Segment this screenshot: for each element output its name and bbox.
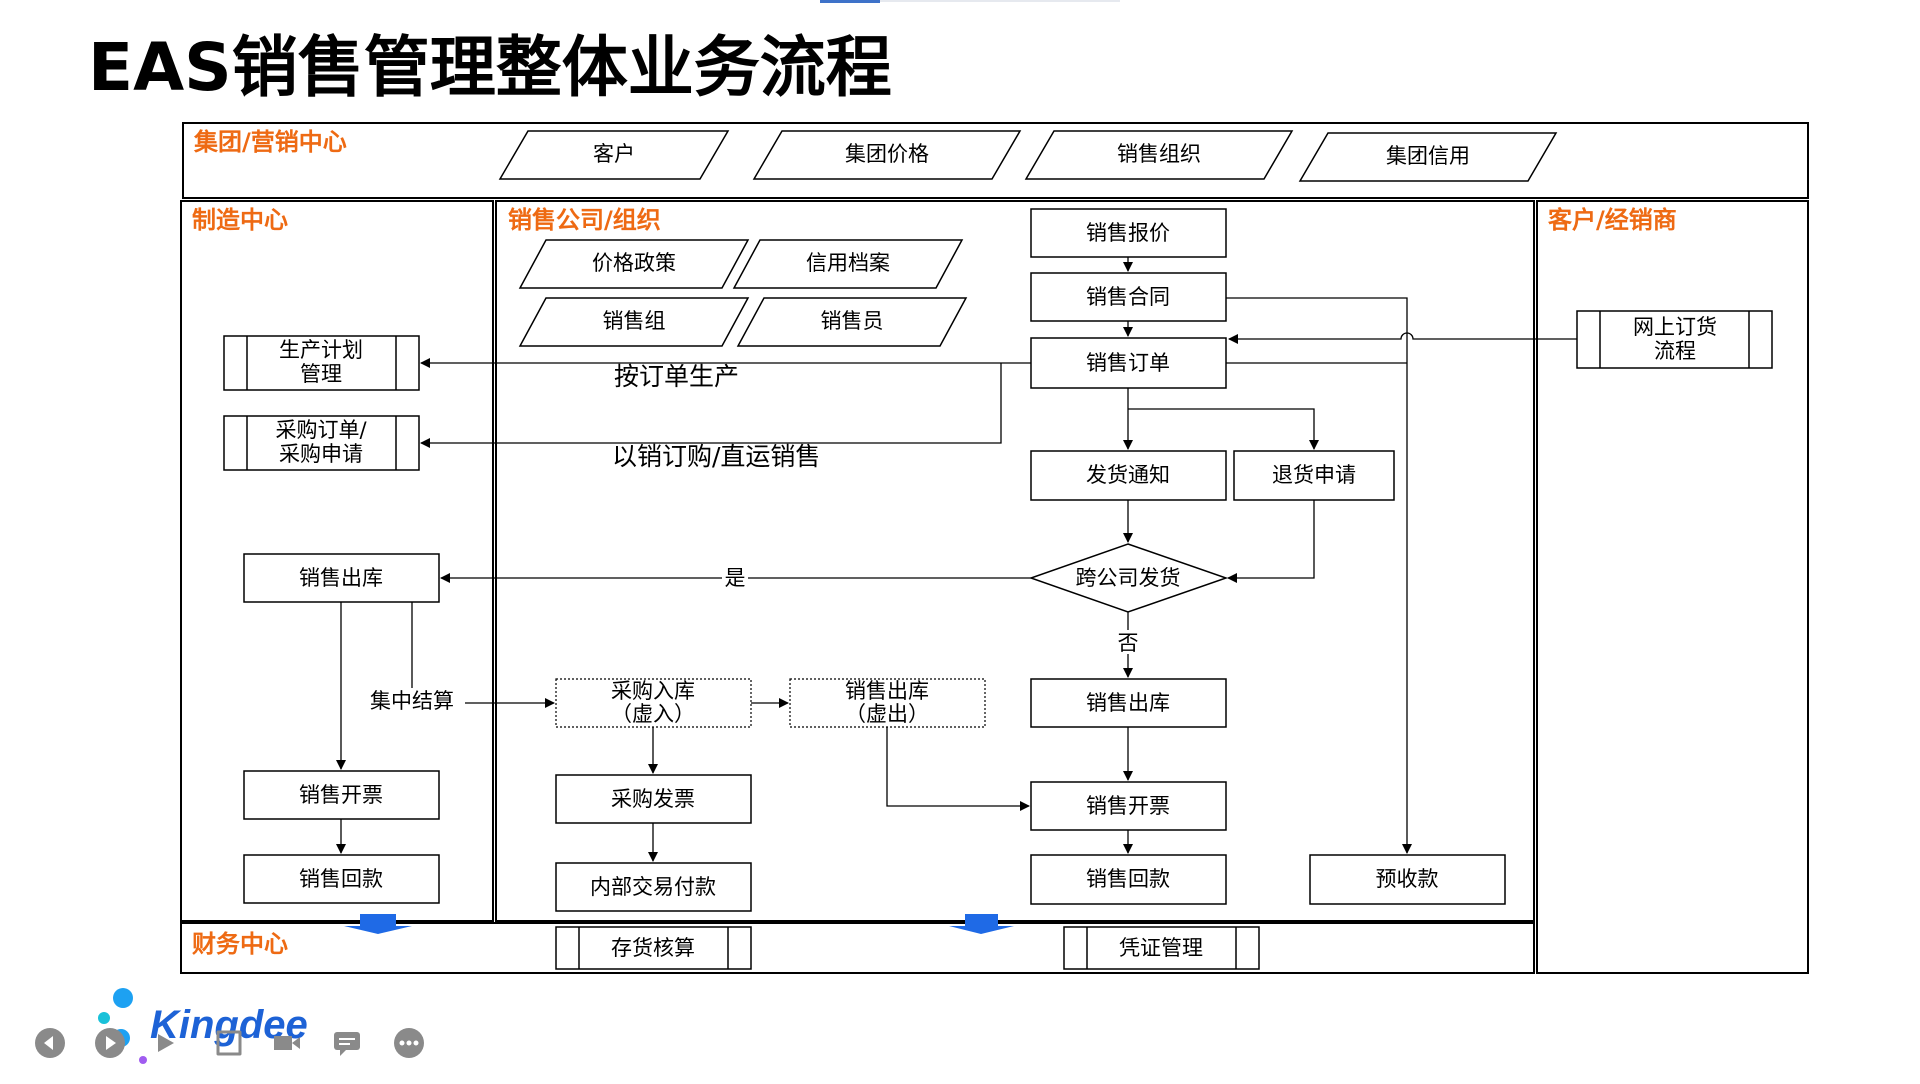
company-item-credit-file xyxy=(732,239,964,289)
box-sales-quote xyxy=(1030,208,1227,258)
box-inventory-accounting xyxy=(555,926,752,970)
flow-connectors xyxy=(336,257,1577,862)
footer-area: Kingdee xyxy=(0,970,400,1080)
more-icon[interactable] xyxy=(392,1026,426,1060)
box-sales-invoice-label: 销售开票 xyxy=(1086,794,1170,818)
box-return-request-label: 退货申请 xyxy=(1272,463,1356,487)
box-mfg-receipt xyxy=(243,854,440,904)
box-prepayment xyxy=(1309,854,1506,905)
prev-icon[interactable] xyxy=(33,1026,67,1060)
play-icon[interactable] xyxy=(93,1026,127,1060)
sales-company-section-label: 销售公司/组织 xyxy=(508,206,661,234)
box-internal-payment xyxy=(555,862,752,912)
box-online-ordering-line2: 流程 xyxy=(1654,339,1696,363)
box-purchase-invoice-label: 采购发票 xyxy=(611,787,695,811)
finance-section-label: 财务中心 xyxy=(192,930,288,958)
box-sales-receipt-label: 销售回款 xyxy=(1086,867,1170,891)
group-item-customer xyxy=(498,130,730,180)
sales-company-lane xyxy=(495,200,1535,922)
box-online-ordering-line1: 网上订货 xyxy=(1633,315,1717,339)
box-mfg-outbound xyxy=(243,553,440,603)
blue-arrow-left xyxy=(344,914,412,934)
box-sales-receipt xyxy=(1030,854,1227,905)
box-sales-invoice xyxy=(1030,781,1227,831)
box-purchase-order-line1: 采购订单/ xyxy=(275,418,367,442)
label-central-settlement: 集中结算 xyxy=(370,689,454,713)
group-item-customer-label: 客户 xyxy=(593,142,635,166)
company-item-salesperson xyxy=(736,297,968,347)
box-sales-contract-label: 销售合同 xyxy=(1086,285,1170,309)
box-purchase-order-line2: 采购申请 xyxy=(279,442,363,466)
company-item-credit-file-label: 信用档案 xyxy=(806,251,890,275)
box-ship-notice-label: 发货通知 xyxy=(1086,463,1170,487)
blue-arrow-right xyxy=(949,914,1014,934)
label-yes: 是 xyxy=(725,566,746,590)
annotation-make-to-order: 按订单生产 xyxy=(614,362,739,391)
decision-cross-company-label: 跨公司发货 xyxy=(1076,566,1181,590)
box-sales-quote-label: 销售报价 xyxy=(1086,221,1170,245)
finance-lane xyxy=(180,922,1535,974)
box-ship-notice xyxy=(1030,450,1227,501)
top-progress-indicator xyxy=(820,0,880,3)
box-sales-outbound-virtual xyxy=(789,678,986,728)
box-production-plan xyxy=(223,335,420,391)
customer-section-label: 客户/经销商 xyxy=(1548,206,1677,234)
company-item-price-policy-label: 价格政策 xyxy=(592,251,676,275)
zoom-icon[interactable] xyxy=(212,1026,246,1060)
box-purchase-inbound-line2: （虚入） xyxy=(611,702,695,726)
box-voucher-management-label: 凭证管理 xyxy=(1119,936,1203,960)
company-item-sales-group-label: 销售组 xyxy=(603,309,666,333)
box-internal-payment-label: 内部交易付款 xyxy=(590,875,716,899)
company-item-sales-group xyxy=(518,297,750,347)
box-sales-outbound xyxy=(1030,678,1227,728)
box-mfg-invoice xyxy=(243,770,440,820)
box-return-request xyxy=(1233,450,1395,501)
group-item-group-credit-label: 集团信用 xyxy=(1386,144,1470,168)
top-progress-track xyxy=(820,0,1120,2)
company-item-salesperson-label: 销售员 xyxy=(821,309,884,333)
box-online-ordering xyxy=(1576,310,1773,369)
page-title: EAS销售管理整体业务流程 xyxy=(88,29,892,106)
box-purchase-invoice xyxy=(555,774,752,824)
box-sales-contract xyxy=(1030,272,1227,322)
box-sales-outbound-virtual-line2: （虚出） xyxy=(845,702,929,726)
group-item-group-price xyxy=(752,130,1022,180)
box-mfg-receipt-label: 销售回款 xyxy=(299,867,383,891)
group-item-sales-org-label: 销售组织 xyxy=(1117,142,1201,166)
annotation-purchase-by-sales: 以销订购/直运销售 xyxy=(612,442,820,471)
box-sales-outbound-label: 销售出库 xyxy=(1086,691,1170,715)
company-item-price-policy xyxy=(518,239,750,289)
box-sales-order-label: 销售订单 xyxy=(1086,351,1170,375)
kingdee-logo: Kingdee xyxy=(98,988,308,1064)
box-voucher-management xyxy=(1063,926,1260,970)
group-section-label: 集团/营销中心 xyxy=(193,128,347,156)
box-production-plan-line2: 管理 xyxy=(300,362,342,386)
group-item-group-credit xyxy=(1298,132,1558,182)
group-item-sales-org xyxy=(1024,130,1294,180)
group-item-group-price-label: 集团价格 xyxy=(845,142,929,166)
video-icon[interactable] xyxy=(270,1026,304,1060)
label-no: 否 xyxy=(1118,631,1139,655)
box-purchase-order xyxy=(223,415,420,471)
manufacturing-section-label: 制造中心 xyxy=(192,206,288,234)
box-mfg-invoice-label: 销售开票 xyxy=(299,783,383,807)
box-prepayment-label: 预收款 xyxy=(1376,867,1439,891)
next-icon[interactable] xyxy=(150,1026,184,1060)
box-mfg-outbound-label: 销售出库 xyxy=(299,566,383,590)
box-inventory-accounting-label: 存货核算 xyxy=(611,936,695,960)
box-purchase-inbound-line1: 采购入库 xyxy=(611,679,695,703)
box-production-plan-line1: 生产计划 xyxy=(279,338,363,362)
comment-icon[interactable] xyxy=(330,1026,364,1060)
customer-lane xyxy=(1536,200,1809,974)
group-lane xyxy=(182,122,1809,199)
box-sales-outbound-virtual-line1: 销售出库 xyxy=(845,679,929,703)
manufacturing-lane xyxy=(180,200,494,922)
